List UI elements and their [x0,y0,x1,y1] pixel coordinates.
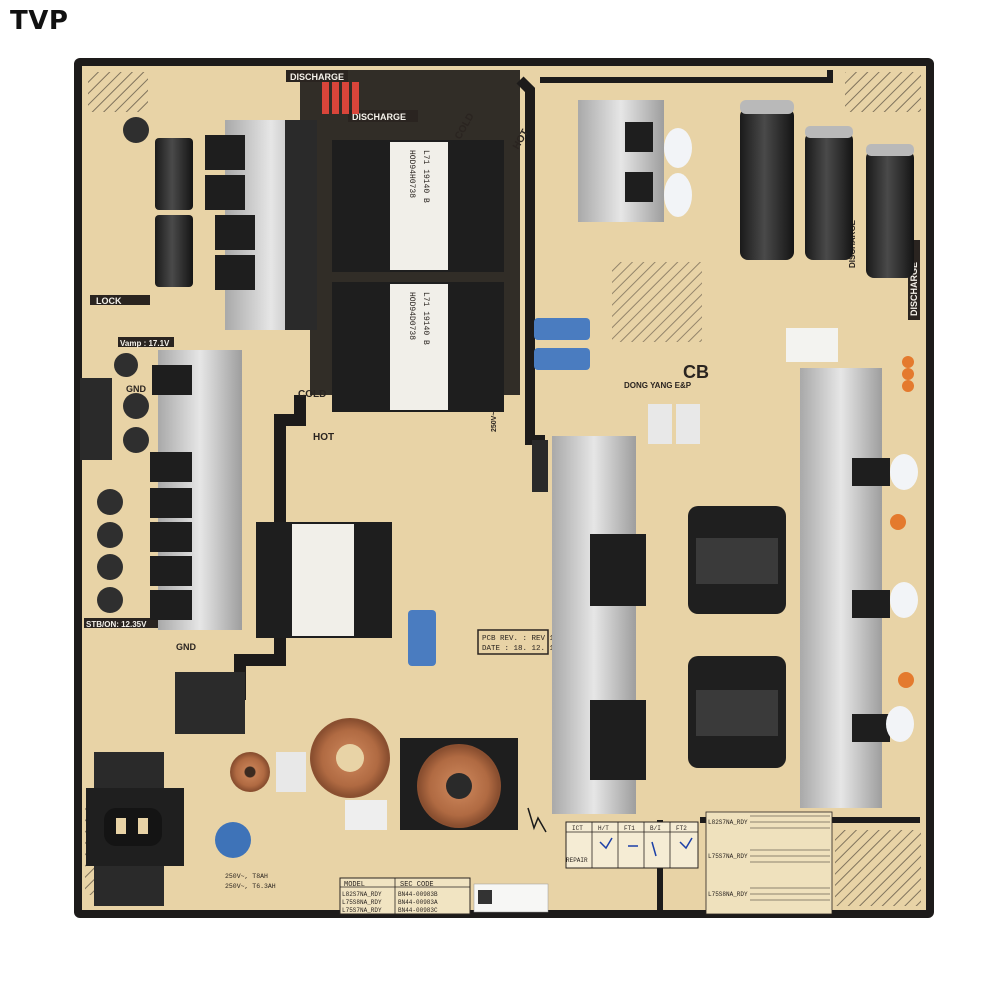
transformer-label-2a: HOD94D0738 [407,292,416,340]
fuse-holder [532,440,548,492]
spec-block: L82S7NA_RDY L75S7NA_RDY L75S8NA_RDY [705,811,833,915]
model-row-3-code: BN44-00983C [398,907,438,914]
spec-model-1: L82S7NA_RDY [708,819,748,826]
model-table: MODEL SEC CODE L82S7NA_RDY BN44-00983B L… [339,877,471,915]
relay-box [175,672,245,734]
transistor-group-left [150,365,192,620]
varistor-blue [215,822,251,858]
fuse-rating-1: 250V~, T8AH [225,873,268,880]
test-ft2: FT2 [676,825,687,832]
capacitor-row-left [97,117,149,613]
test-ht: H/T [598,825,609,832]
model-row-1-code: BN44-00983B [398,891,438,898]
ac-inlet [86,752,184,906]
pcb-rev-text: PCB REV. : REV 1.1 [482,635,564,643]
blue-capacitor-3 [408,610,436,666]
watermark-text: TVP [10,6,69,36]
stb-on-label: STB/ON: 12.35V [86,620,147,629]
model-row-1-model: L82S7NA_RDY [342,891,382,898]
transformer-small [256,522,392,638]
spec-model-3: L75S8NA_RDY [708,891,748,898]
maker-label: DONG YANG E&P [624,381,692,390]
test-table: ICT H/T FT1 B/I FT2 REPAIR [527,807,699,869]
heatsink-top-center [578,100,664,222]
test-ft1: FT1 [624,825,635,832]
model-row-2-model: L75S8NA_RDY [342,899,382,906]
capacitor-tall-2 [155,215,193,287]
blue-capacitor-2 [534,348,590,370]
white-component-1 [786,328,838,362]
model-row-3-model: L75S7NA_RDY [342,907,382,914]
capacitor-bank-right [740,100,914,278]
transistor-group-top [205,135,255,290]
gnd-label-2: GND [176,642,197,652]
transformer-label-2b: L71 19140 B [421,292,430,345]
lock-label: LOCK [96,296,122,306]
vamp-label: Vamp : 17.1V [120,339,170,348]
discharge-label-2: DISCHARGE [352,112,406,122]
connector-left [80,378,112,460]
pcb-date-text: DATE : 18. 12. 17 [482,645,559,653]
model-table-header-model: MODEL [344,881,365,889]
cold-label-2: COLD [298,389,326,400]
discharge-label-1: DISCHARGE [290,72,344,82]
transformer-label-1b: L71 19140 B [421,150,430,203]
hot-label-2: HOT [313,432,334,443]
model-table-header-code: SEC CODE [400,881,434,889]
gnd-label-1: GND [126,384,147,394]
toroid-small [230,752,270,792]
inductor-lower [688,656,786,768]
test-repair-label: REPAIR [566,857,588,864]
resistor-group [322,82,359,114]
spec-model-2: L75S7NA_RDY [708,853,748,860]
blue-capacitor-1 [534,318,590,340]
transformer-top: HOD94H0738 L71 19140 B [332,140,504,272]
fuse-rating-2: 250V~, T6.3AH [225,883,276,890]
test-ict: ICT [572,825,583,832]
model-row-2-code: BN44-00983A [398,899,438,906]
test-bi: B/I [650,825,661,832]
capacitor-tall-1 [155,138,193,210]
transformer-middle: HOD94D0738 L71 19140 B [332,282,504,412]
transformer-label-1a: HOD94H0738 [407,150,416,198]
inductor-upper [688,506,786,614]
discharge-label-3: DISCHARGE [909,262,919,316]
cb-mark: CB [683,362,709,382]
